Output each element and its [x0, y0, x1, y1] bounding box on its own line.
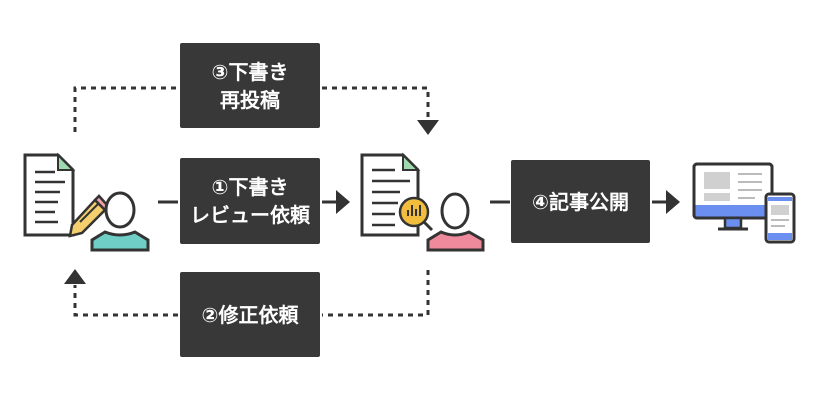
step4-label: ④記事公開	[532, 189, 629, 214]
pencil-icon	[68, 194, 110, 238]
monitor-icon	[692, 162, 774, 231]
arrowhead	[417, 120, 439, 135]
arrowhead	[666, 190, 680, 214]
writer-document-icon	[23, 152, 76, 237]
arrowhead	[64, 269, 86, 284]
magnifier-icon	[398, 196, 434, 232]
step3-label-line2: 再投稿	[220, 87, 280, 112]
step1-box: ①下書き レビュー依頼	[180, 158, 320, 244]
step3-label-line1: ③下書き	[211, 59, 289, 84]
step1-label-line2: レビュー依頼	[190, 203, 310, 227]
arrowhead	[336, 190, 350, 214]
step2-label: ②修正依頼	[201, 302, 299, 327]
dashed-loop-step3	[73, 86, 430, 132]
smartphone-icon	[764, 192, 796, 244]
step2-box: ②修正依頼	[180, 272, 320, 357]
step4-box: ④記事公開	[511, 160, 650, 243]
reviewer-person-icon	[426, 192, 485, 252]
writer-person-icon	[90, 191, 150, 252]
dashed-loop-step2	[73, 270, 430, 317]
step1-label-line1: ①下書き	[211, 175, 289, 199]
step3-box: ③下書き 再投稿	[180, 43, 320, 128]
